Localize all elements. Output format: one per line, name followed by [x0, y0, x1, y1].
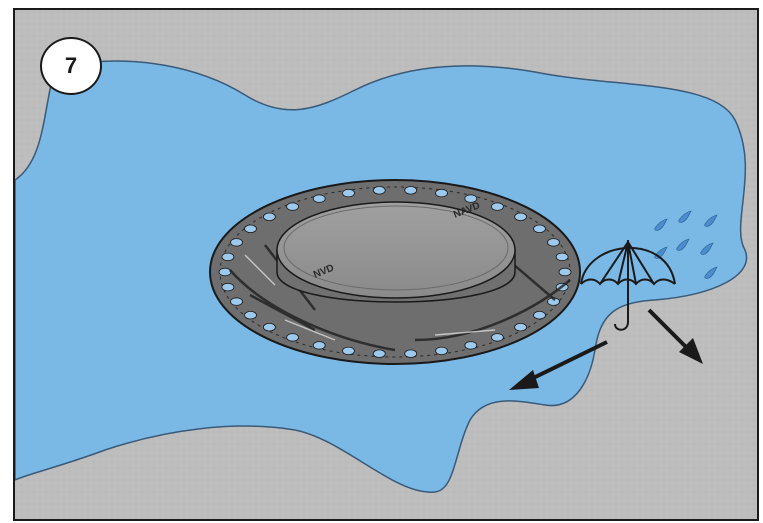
- flange-hole: [404, 186, 418, 195]
- flange-hole: [555, 252, 569, 262]
- flange-hole: [286, 333, 300, 342]
- flange-hole: [221, 282, 235, 292]
- flange-hole: [435, 188, 448, 198]
- flange-hole: [312, 341, 326, 350]
- flange-hole: [404, 349, 418, 358]
- flange-hole: [490, 333, 504, 342]
- flange-hole: [533, 224, 546, 233]
- flange-hole: [372, 349, 386, 358]
- flange-hole: [286, 202, 300, 211]
- raindrop-icon: [704, 266, 718, 279]
- flange-hole: [218, 267, 232, 277]
- runoff-arrow-left: [509, 340, 608, 390]
- flange-hole: [262, 212, 276, 221]
- raindrop-icon: [654, 218, 668, 231]
- flange-hole: [533, 311, 546, 320]
- raindrop-icon: [676, 238, 690, 251]
- rain: [654, 210, 718, 279]
- flange-hole: [230, 238, 243, 247]
- flange-hole: [558, 267, 572, 277]
- flange-hole: [230, 297, 243, 306]
- flange-hole: [342, 188, 355, 198]
- step-number-label: 7: [64, 53, 78, 78]
- flange-hole: [244, 311, 257, 320]
- drain-cap: NAVD NVD: [276, 200, 516, 303]
- drainage-scene: NAVD NVD: [15, 10, 757, 519]
- runoff-arrow-right: [647, 308, 703, 364]
- flange-hole: [464, 194, 478, 203]
- flange-hole: [490, 202, 504, 211]
- flange-hole: [372, 186, 386, 195]
- flange-hole: [435, 346, 448, 356]
- flange-hole: [312, 194, 326, 203]
- flange-hole: [342, 346, 355, 356]
- raindrop-icon: [700, 242, 714, 255]
- flange-hole: [244, 224, 257, 233]
- flange-hole: [464, 341, 478, 350]
- flange-hole: [547, 238, 560, 247]
- flange-hole: [221, 252, 235, 262]
- raindrop-icon: [704, 214, 718, 227]
- step-number-badge: 7: [40, 37, 102, 95]
- illustration-frame: NAVD NVD 7: [13, 8, 759, 521]
- raindrop-icon: [678, 210, 692, 223]
- flange-hole: [514, 212, 528, 221]
- flange-hole: [262, 323, 276, 332]
- umbrella-icon: [580, 240, 676, 331]
- flange-hole: [514, 323, 528, 332]
